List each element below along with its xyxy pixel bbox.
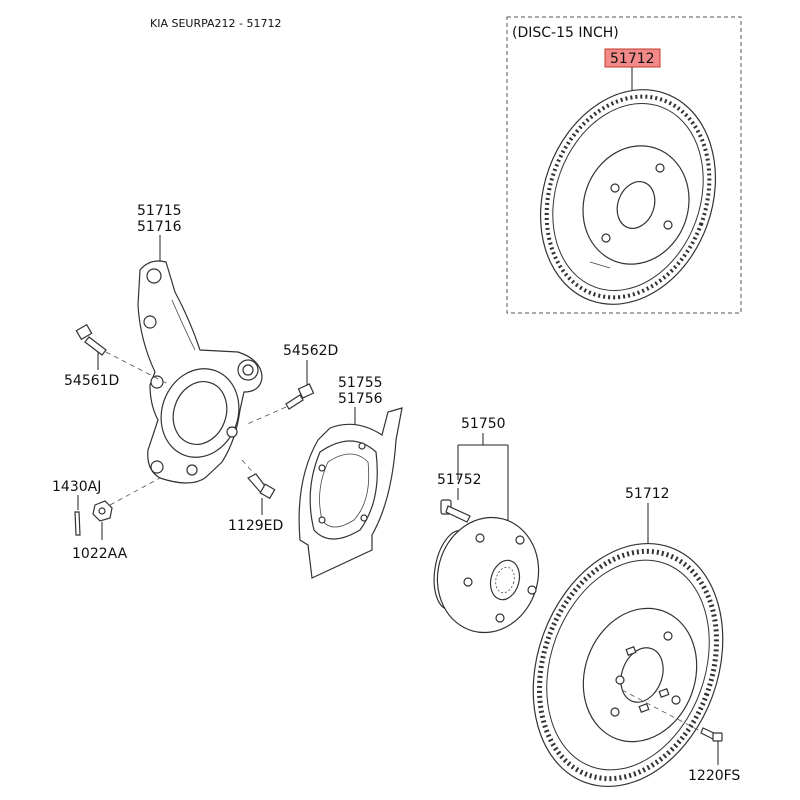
label-51750[interactable]: 51750 [461, 416, 506, 432]
label-1129ed[interactable]: 1129ED [228, 518, 283, 534]
bolt-54562d [244, 383, 315, 426]
bolt-1129ed [241, 459, 276, 515]
label-54561d[interactable]: 54561D [64, 373, 119, 389]
wheel-hub [433, 516, 540, 634]
label-51712[interactable]: 51712 [625, 486, 670, 502]
pin-1430aj [74, 511, 81, 536]
label-51752[interactable]: 51752 [437, 472, 482, 488]
callout-brake-disc [539, 89, 717, 305]
bolt-54561d [75, 323, 171, 386]
label-51756[interactable]: 51756 [338, 391, 383, 407]
label-51715[interactable]: 51715 [137, 203, 182, 219]
hub-bolt-51752 [440, 499, 471, 523]
brake-disc [532, 542, 724, 788]
steering-knuckle [137, 260, 263, 484]
callout-part-number[interactable]: 51712 [610, 51, 655, 67]
callout-box: (DISC-15 INCH) 51712 [506, 16, 742, 314]
label-51716[interactable]: 51716 [137, 219, 182, 235]
callout-title: (DISC-15 INCH) [512, 25, 619, 41]
label-54562d[interactable]: 54562D [283, 343, 338, 359]
label-1220fs[interactable]: 1220FS [688, 768, 740, 784]
screw-1220fs [700, 727, 723, 765]
dust-shield [298, 407, 403, 579]
label-1022aa[interactable]: 1022AA [72, 546, 128, 562]
label-51755[interactable]: 51755 [338, 375, 383, 391]
label-1430aj[interactable]: 1430AJ [52, 479, 101, 495]
page-title: KIA SEURPA212 - 51712 [150, 17, 282, 30]
nut-1022aa [92, 477, 161, 540]
